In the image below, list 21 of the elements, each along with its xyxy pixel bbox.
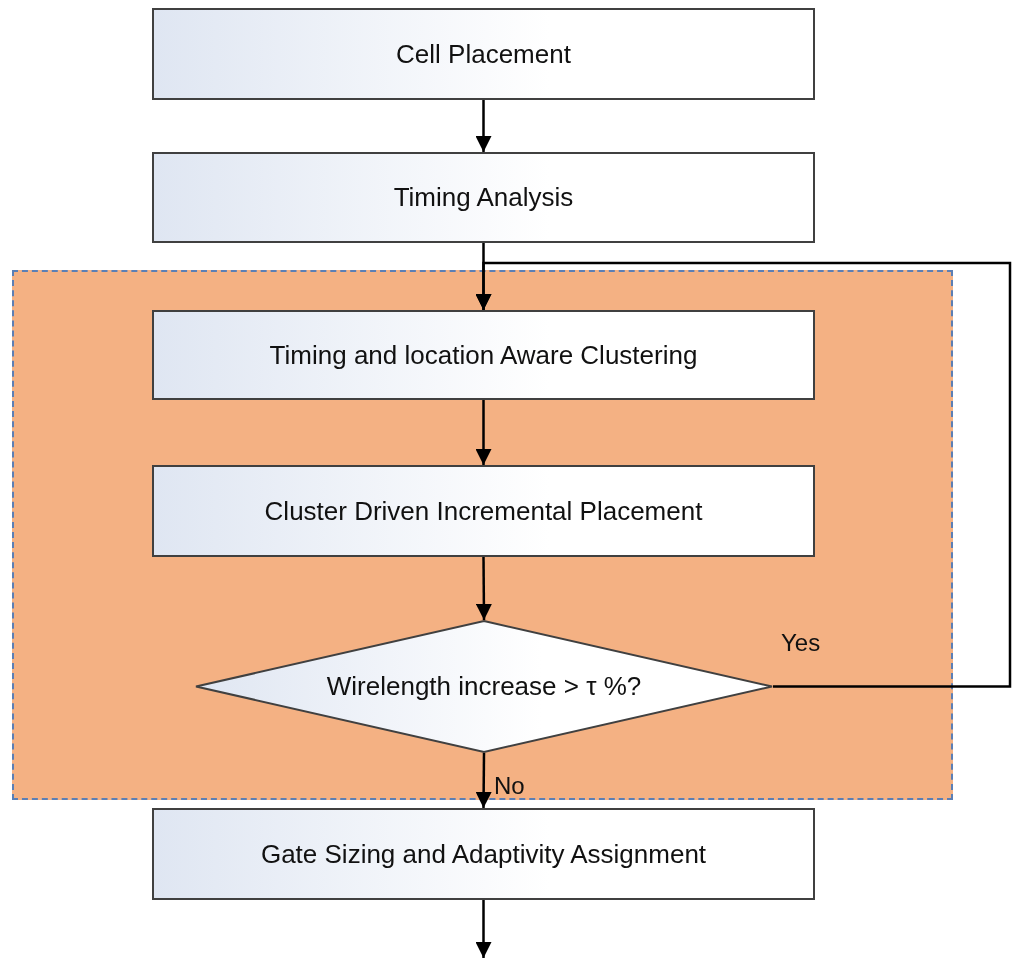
edge-label: Yes [781,628,821,657]
node-label: Wirelength increase > τ %? [326,671,642,702]
node-label: Gate Sizing and Adaptivity Assignment [260,838,707,870]
dashed-group-region [12,270,953,800]
process-box [152,808,815,900]
node-label: Cluster Driven Incremental Placement [264,495,703,527]
edge-label: No [494,772,525,800]
process-box [152,152,815,243]
arrow [475,557,492,620]
node-label: Timing and location Aware Clustering [269,339,698,371]
process-box [152,310,815,400]
node-label: Timing Analysis [393,182,574,213]
arrow [475,400,492,465]
arrow [475,100,492,152]
arrow [475,753,492,808]
arrow [475,261,1012,688]
process-box [152,465,815,557]
process-box [152,8,815,100]
decision-diamond [195,620,773,753]
node-label: Cell Placement [396,38,571,70]
arrow [475,900,492,958]
